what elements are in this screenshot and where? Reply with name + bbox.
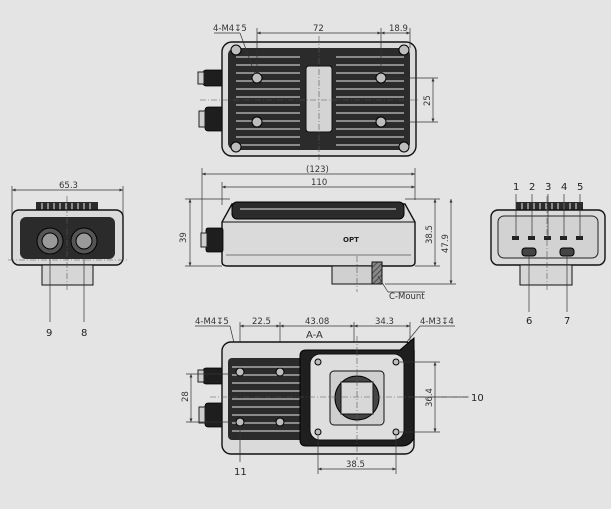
section-label: A-A [306, 330, 323, 341]
dim-front-38-5: 38.5 [425, 225, 435, 244]
dim-top-screw: 4-M4↧5 [213, 24, 247, 34]
dim-bottom-screw-left: 4-M4↧5 [195, 317, 229, 327]
dim-bottom-34-3: 34.3 [375, 317, 394, 327]
left-side-view [8, 186, 127, 322]
dim-front-47-9: 47.9 [441, 234, 451, 253]
dim-top-25: 25 [423, 95, 433, 106]
dim-bottom-28: 28 [181, 391, 191, 402]
dim-bottom-43-08: 43.08 [305, 317, 329, 327]
dim-bottom-22-5: 22.5 [252, 317, 271, 327]
callout-4: 4 [561, 182, 567, 193]
dim-bottom-36-4: 36.4 [425, 388, 435, 407]
dim-front-39: 39 [179, 232, 189, 243]
callout-10: 10 [471, 393, 484, 404]
dim-front-cmount: C-Mount [389, 292, 425, 302]
top-view [197, 28, 438, 160]
callout-1: 1 [513, 182, 519, 193]
callout-7: 7 [564, 316, 570, 327]
dim-bottom-38-5: 38.5 [346, 460, 365, 470]
dim-left-65-3: 65.3 [59, 181, 78, 191]
callout-6: 6 [526, 316, 532, 327]
bottom-view [186, 322, 470, 474]
callout-8: 8 [81, 328, 87, 339]
heatsink-fins-right [336, 56, 404, 146]
front-view: OPT [185, 168, 456, 293]
dim-top-18-9: 18.9 [389, 24, 408, 34]
dim-front-123: (123) [306, 165, 329, 175]
dim-top-72: 72 [313, 24, 324, 34]
dim-front-110: 110 [311, 178, 327, 188]
callout-3: 3 [545, 182, 551, 193]
right-side-view [490, 194, 606, 312]
callout-9: 9 [46, 328, 52, 339]
callout-5: 5 [577, 182, 583, 193]
heatsink-fins-left [236, 56, 300, 146]
callout-11: 11 [234, 467, 247, 478]
callout-2: 2 [529, 182, 535, 193]
brand-logo: OPT [343, 236, 359, 244]
dim-bottom-screw-right: 4-M3↧4 [420, 317, 454, 327]
